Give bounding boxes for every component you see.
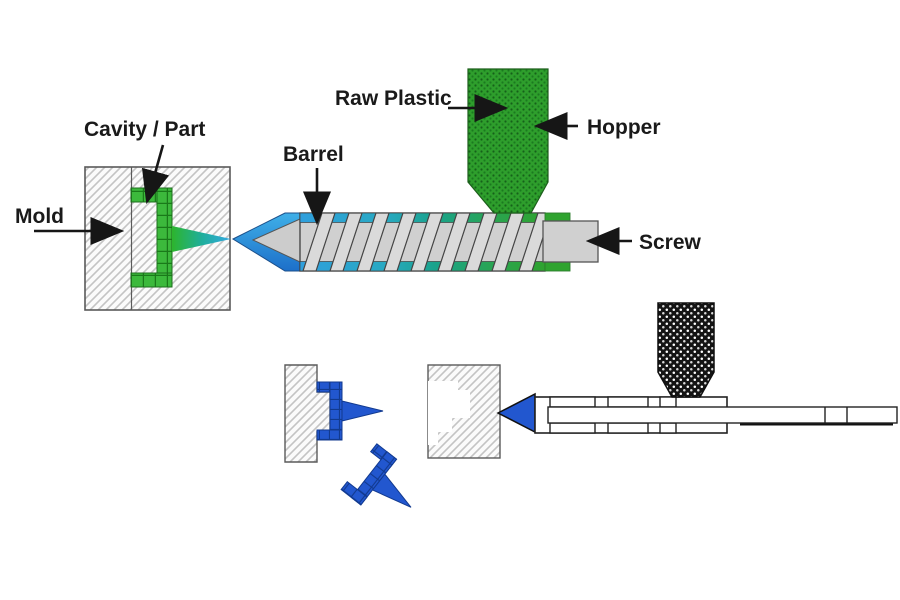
- hopper-shape: [467, 68, 549, 214]
- nozzle: [231, 212, 301, 272]
- barrel-assembly: [299, 212, 599, 272]
- label-barrel: Barrel: [283, 143, 344, 166]
- label-cavity-part: Cavity / Part: [84, 118, 205, 141]
- ejected-part: [340, 443, 430, 531]
- bottom-nozzle: [496, 392, 536, 434]
- open-mold-right-half: [427, 364, 501, 459]
- barrel-end-cap-bottom: [544, 261, 571, 272]
- empty-cavity: [428, 381, 470, 445]
- retracted-injection-unit: [496, 302, 898, 434]
- molded-part-blue: [316, 381, 384, 441]
- sprue-gradient: [172, 226, 231, 252]
- annotations: [34, 93, 632, 256]
- label-hopper: Hopper: [587, 116, 661, 139]
- cavity-part-arrow: [141, 144, 170, 205]
- screw-shaft: [542, 220, 599, 263]
- bottom-screw-shaft: [547, 406, 898, 424]
- empty-hopper-dark: [657, 302, 715, 398]
- open-mold-left-half: [284, 364, 331, 463]
- label-screw: Screw: [639, 231, 702, 254]
- label-raw-plastic: Raw Plastic: [335, 87, 452, 110]
- screw-flights: [302, 213, 545, 271]
- label-mold: Mold: [15, 205, 64, 228]
